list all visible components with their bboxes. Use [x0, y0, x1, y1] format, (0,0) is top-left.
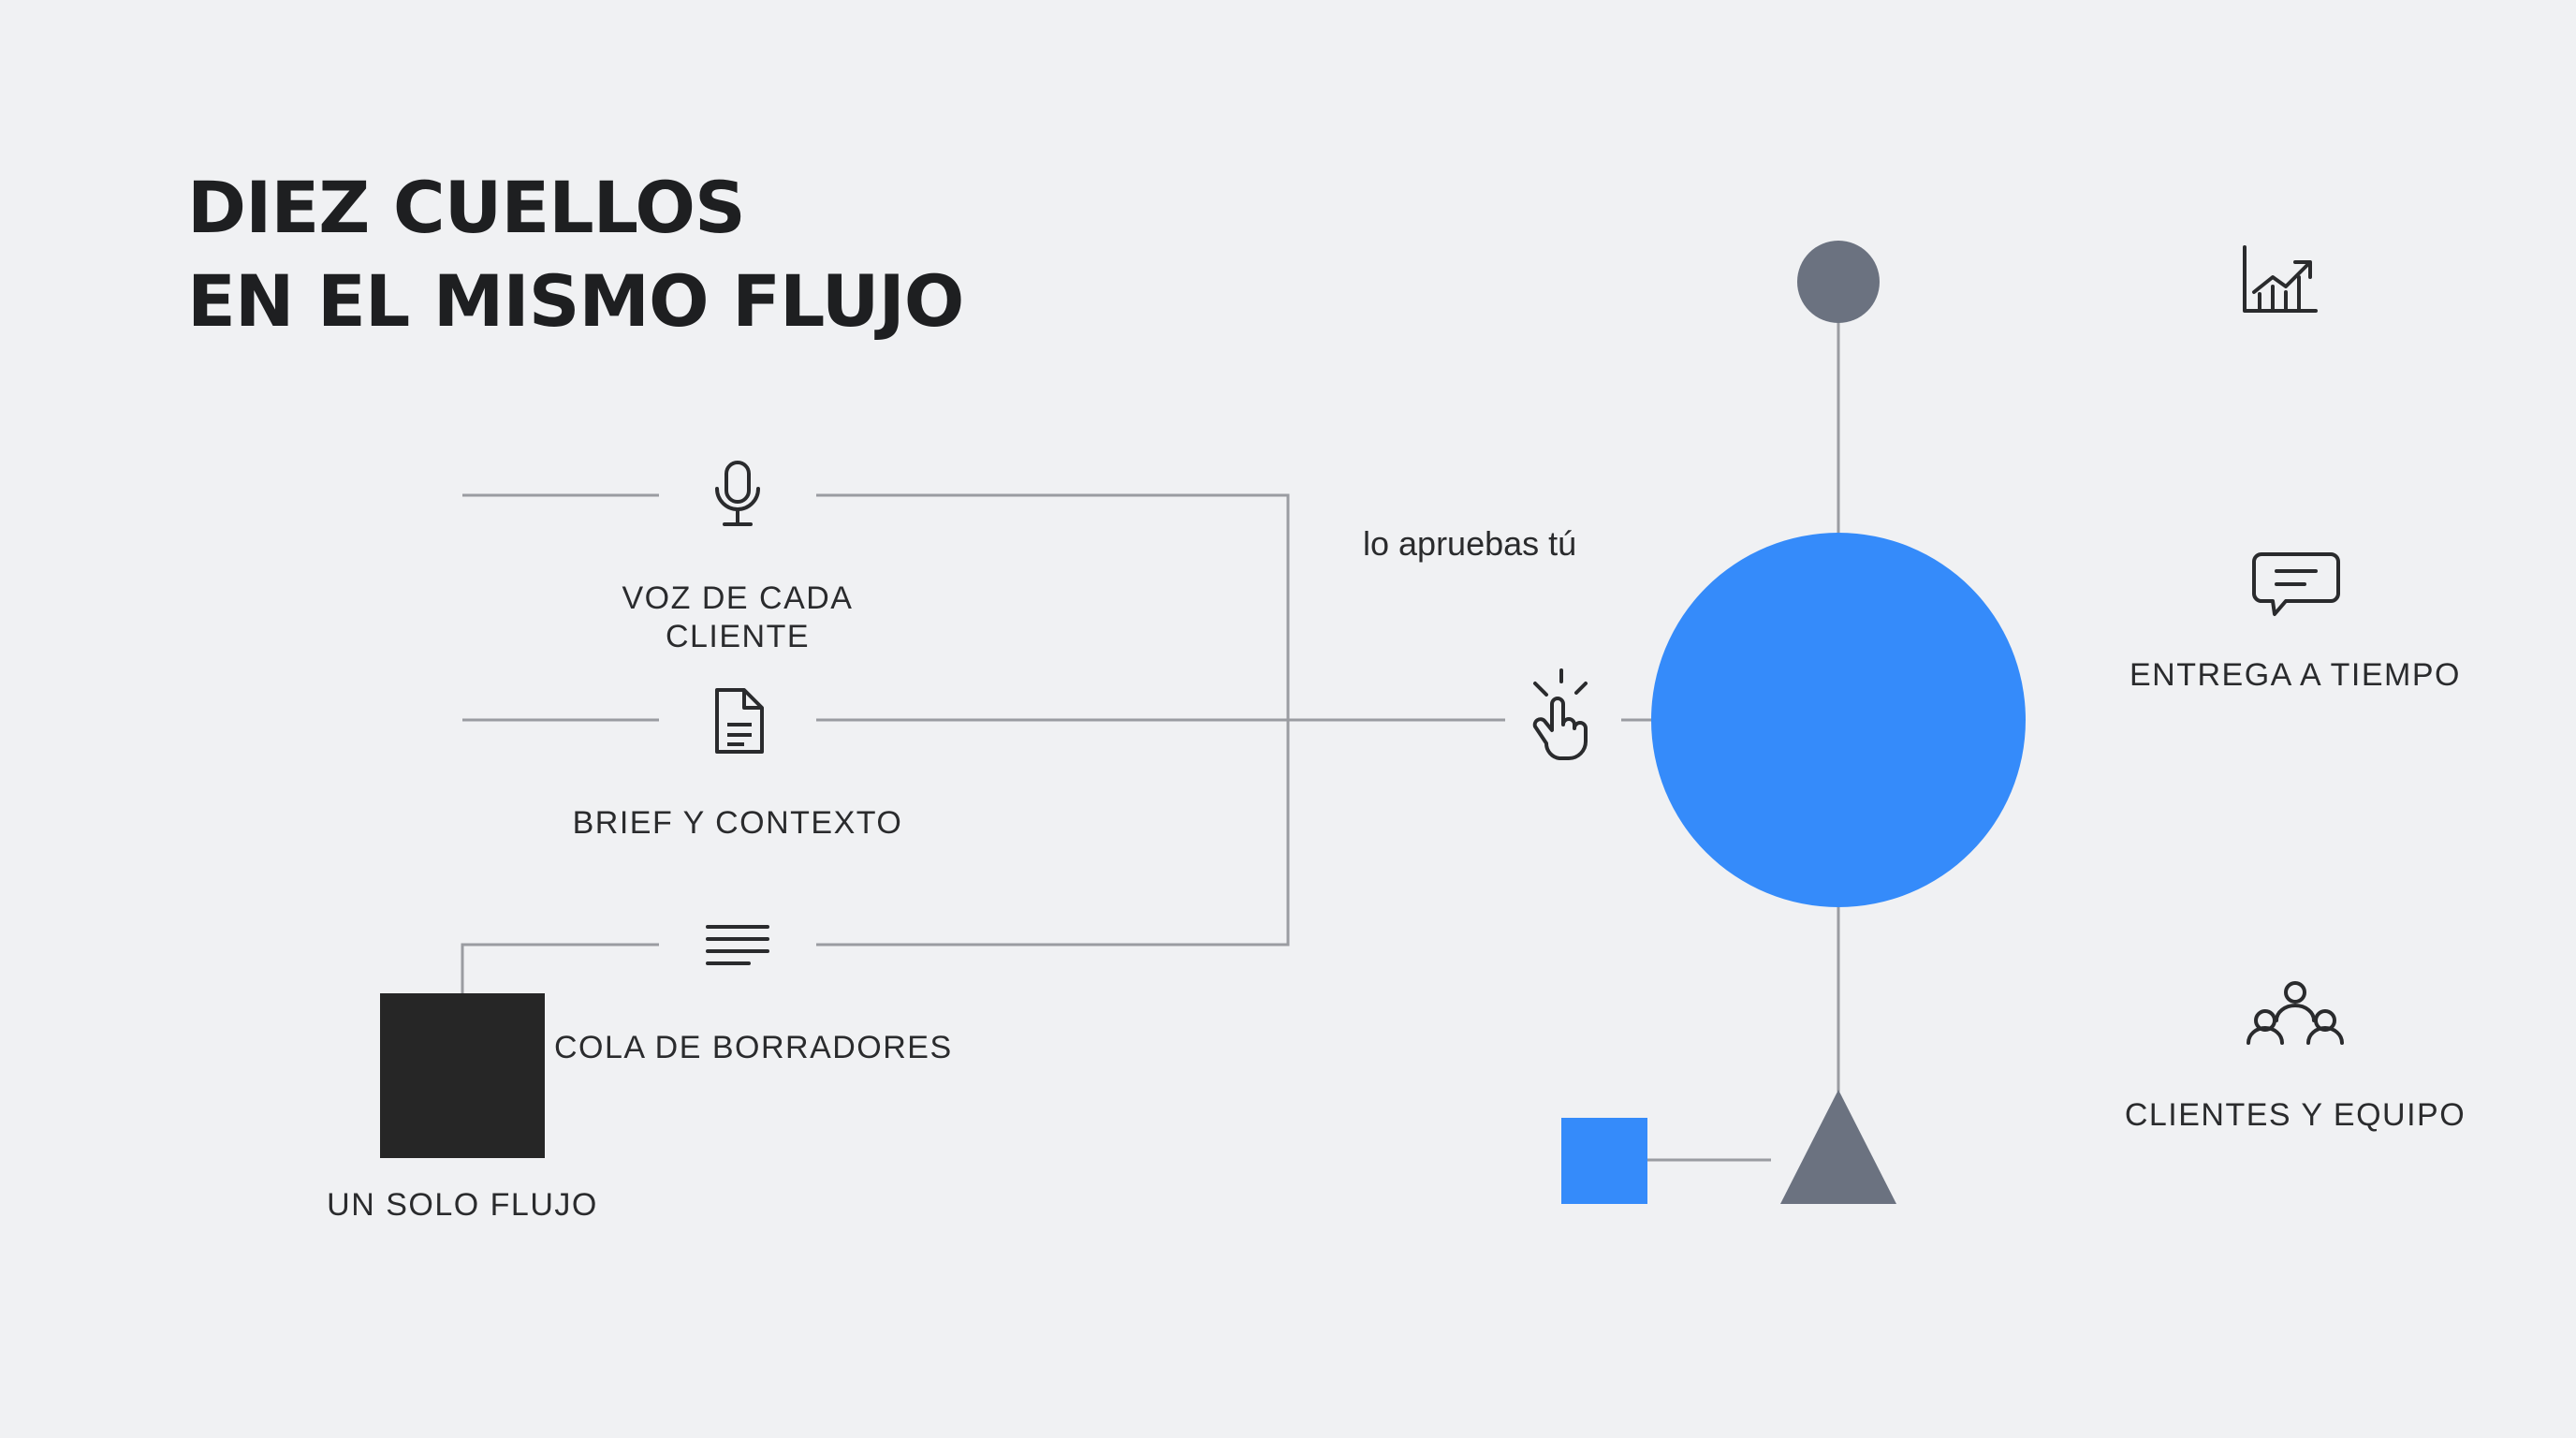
input-label-voice-line1: VOZ DE CADA: [622, 580, 854, 616]
single-flow-label: UN SOLO FLUJO: [327, 1187, 598, 1223]
text-lines-icon: [706, 925, 769, 965]
input-label-drafts: COLA DE BORRADORES: [554, 1030, 953, 1065]
blue-square: [1561, 1118, 1647, 1204]
growth-chart-icon: [2243, 245, 2318, 313]
chat-bubble-icon: [2252, 552, 2340, 616]
top-node-circle: [1797, 241, 1880, 323]
document-icon: [715, 688, 764, 754]
title-line-2: EN EL MISMO FLUJO: [187, 259, 964, 343]
microphone-icon: [715, 461, 760, 526]
people-group-icon: [2247, 981, 2344, 1045]
input-label-voice: VOZ DE CADA CLIENTE: [622, 580, 854, 655]
single-flow-square: [380, 993, 545, 1158]
connector-drafts-in: [461, 943, 659, 993]
connector-lines: [461, 320, 1840, 1162]
page-title: DIEZ CUELLOS EN EL MISMO FLUJO: [187, 161, 964, 348]
input-label-voice-line2: CLIENTE: [665, 619, 811, 654]
approval-label: lo apruebas tú: [1363, 524, 1577, 563]
output-triangle: [1780, 1090, 1896, 1204]
output-label-on-time: ENTREGA A TIEMPO: [2129, 657, 2462, 693]
output-label-clients-team: CLIENTES Y EQUIPO: [2124, 1097, 2466, 1133]
central-hub-circle: [1651, 533, 2026, 907]
tap-hand-icon: [1532, 668, 1588, 760]
input-label-brief: BRIEF Y CONTEXTO: [572, 805, 903, 841]
title-line-1: DIEZ CUELLOS: [187, 166, 746, 249]
